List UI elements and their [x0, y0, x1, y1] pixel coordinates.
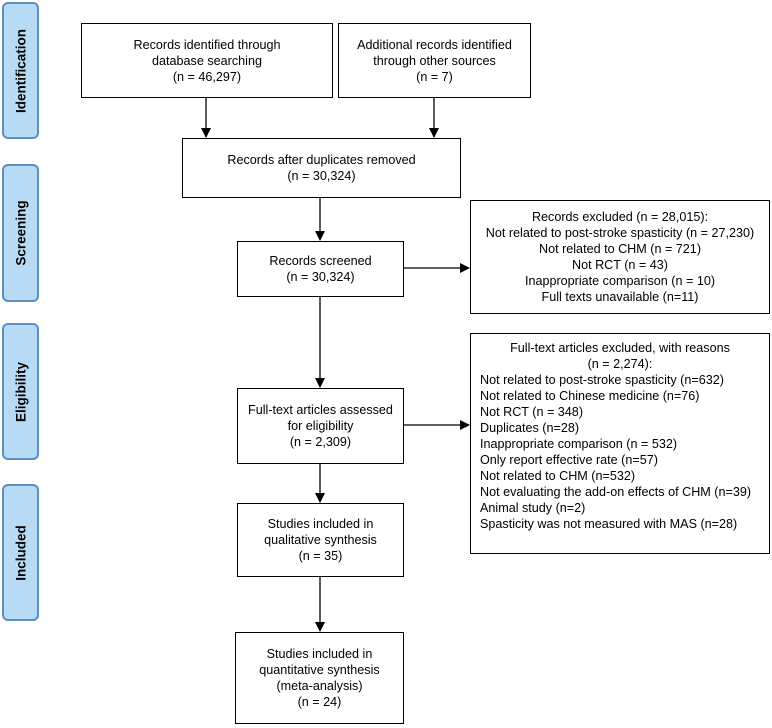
box-quantitative-synthesis: Studies included in quantitative synthes… [235, 632, 404, 724]
box-duplicates-line-2: (n = 30,324) [287, 169, 356, 183]
box-quantitative-line-4: (n = 24) [297, 695, 342, 709]
box-ft-excluded-reason-2: Not related to Chinese medicine (n=76) [480, 389, 700, 403]
box-quantitative-line-1: Studies included in [266, 647, 373, 661]
box-other-line-2: through other sources [373, 53, 496, 68]
box-excluded-line-6: Full texts unavailable (n=11) [541, 290, 699, 304]
box-database-line-3: (n = 46,297) [172, 69, 242, 84]
box-excluded-line-2: Not related to post-stroke spasticity (n… [485, 226, 755, 240]
box-records-screened: Records screened (n = 30,324) [237, 241, 404, 297]
box-ft-excluded-title-1: Full-text articles excluded, with reason… [510, 341, 730, 355]
box-ft-excluded-reason-9: Animal study (n=2) [480, 501, 586, 515]
box-database-records: Records identified through database sear… [81, 23, 333, 98]
stage-eligibility: Eligibility [2, 323, 39, 460]
box-duplicates-line-1: Records after duplicates removed [227, 153, 416, 167]
box-qualitative-line-1: Studies included in [267, 517, 374, 531]
box-ft-excluded-reason-1: Not related to post-stroke spasticity (n… [480, 373, 724, 387]
box-database-line-1: Records identified through [133, 37, 281, 52]
box-ft-excluded-reason-4: Duplicates (n=28) [480, 421, 580, 435]
box-ft-excluded-reason-3: Not RCT (n = 348) [480, 405, 584, 419]
box-ft-excluded-reason-7: Not related to CHM (n=532) [480, 469, 636, 483]
box-assessed-line-3: (n = 2,309) [289, 435, 352, 449]
box-excluded-line-3: Not related to CHM (n = 721) [538, 242, 702, 256]
box-assessed-line-1: Full-text articles assessed [248, 403, 393, 417]
box-fulltext-excluded: Full-text articles excluded, with reason… [470, 333, 770, 554]
box-ft-excluded-title-2: (n = 2,274): [587, 357, 653, 371]
box-excluded-line-4: Not RCT (n = 43) [571, 258, 668, 272]
stage-identification: Identification [2, 2, 39, 139]
box-excluded-line-5: Inappropriate comparison (n = 10) [524, 274, 716, 288]
box-records-excluded: Records excluded (n = 28,015): Not relat… [470, 200, 770, 314]
box-other-line-1: Additional records identified [357, 37, 512, 52]
box-qualitative-line-3: (n = 35) [298, 549, 343, 563]
box-database-line-2: database searching [152, 53, 262, 68]
box-screened-line-2: (n = 30,324) [286, 270, 355, 284]
box-assessed-line-2: for eligibility [287, 419, 354, 433]
box-ft-excluded-reason-6: Only report effective rate (n=57) [480, 453, 658, 467]
box-ft-excluded-reason-8: Not evaluating the add-on effects of CHM… [480, 485, 752, 499]
box-qualitative-line-2: qualitative synthesis [264, 533, 377, 547]
box-ft-excluded-reason-5: Inappropriate comparison (n = 532) [480, 437, 678, 451]
box-other-line-3: (n = 7) [416, 69, 453, 84]
box-other-sources: Additional records identified through ot… [338, 23, 531, 98]
box-qualitative-synthesis: Studies included in qualitative synthesi… [237, 503, 404, 577]
box-quantitative-line-3: (meta-analysis) [276, 679, 363, 693]
box-quantitative-line-2: quantitative synthesis [259, 663, 380, 677]
box-screened-line-1: Records screened [269, 254, 372, 268]
box-ft-excluded-reason-10: Spasticity was not measured with MAS (n=… [480, 517, 738, 531]
box-fulltext-assessed: Full-text articles assessed for eligibil… [237, 388, 404, 464]
stage-screening: Screening [2, 164, 39, 302]
box-after-duplicates: Records after duplicates removed (n = 30… [182, 138, 461, 198]
box-excluded-line-1: Records excluded (n = 28,015): [531, 210, 709, 224]
stage-included: Included [2, 484, 39, 621]
